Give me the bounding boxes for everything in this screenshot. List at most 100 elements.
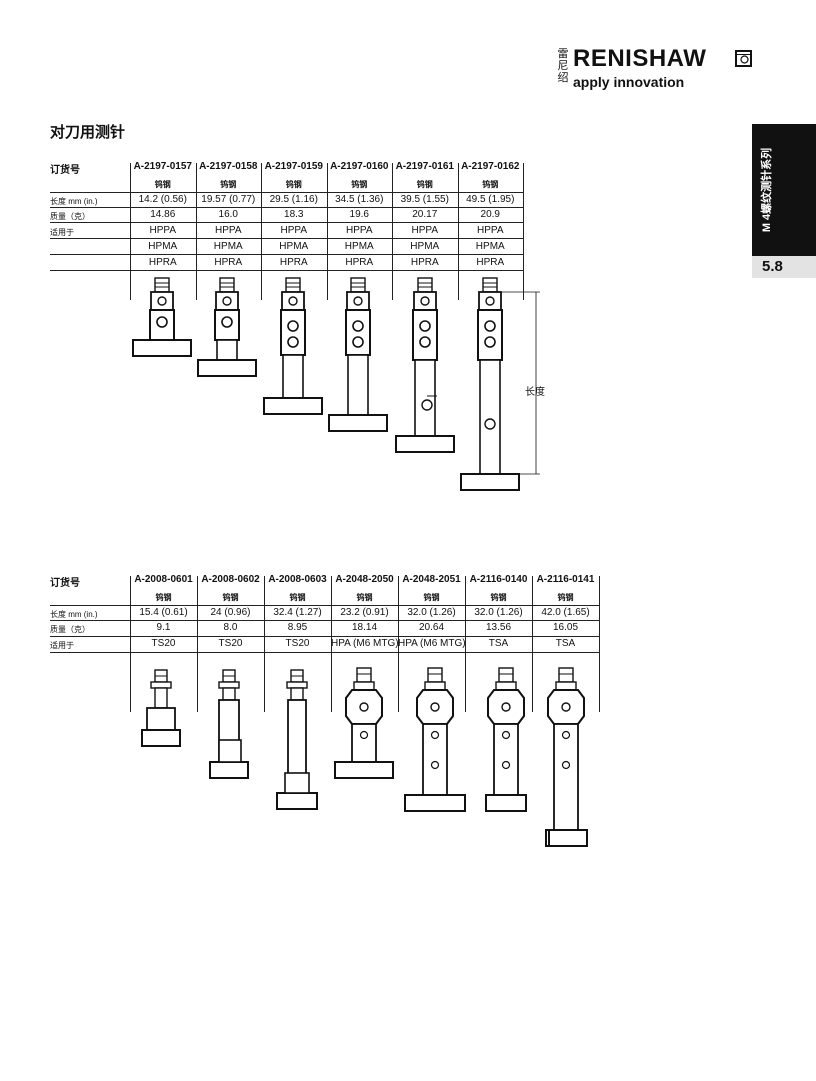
- hex-hole: [359, 702, 369, 712]
- material-label: 钨钢: [351, 180, 368, 189]
- column-divider: [130, 576, 131, 712]
- body: [345, 309, 371, 356]
- tip: [328, 414, 388, 432]
- mass-value: 20.64: [418, 622, 445, 633]
- tip: [276, 792, 318, 810]
- body-hole: [156, 316, 168, 328]
- collar: [286, 681, 308, 689]
- shaft-hole: [561, 760, 571, 770]
- hex-hole: [561, 702, 571, 712]
- shaft-hole: [430, 760, 440, 770]
- row-divider: [50, 270, 523, 271]
- row-label: 长度 mm (in.): [50, 610, 98, 619]
- brand-logo: RENISHAW: [573, 45, 707, 72]
- tip: [395, 435, 455, 453]
- shaft: [414, 359, 436, 437]
- collar: [218, 681, 240, 689]
- compatible-probe: TS20: [151, 638, 176, 649]
- body: [412, 309, 438, 361]
- mass-value: 9.1: [156, 622, 171, 633]
- tip: [132, 339, 192, 357]
- row-label: 长度 mm (in.): [50, 197, 98, 206]
- column-divider: [331, 576, 332, 712]
- neck: [154, 687, 168, 709]
- compatible-probe: HPMA: [344, 241, 374, 252]
- row-divider: [50, 620, 599, 621]
- tip: [404, 794, 466, 812]
- body-hole: [287, 320, 299, 332]
- part-number: A-2008-0603: [268, 574, 327, 585]
- row-label: 质量（克）: [50, 625, 90, 634]
- body-base: [284, 772, 310, 794]
- body-hole: [221, 316, 233, 328]
- shaft: [216, 339, 238, 361]
- body-hole: [484, 336, 496, 348]
- compatible-probe: HPRA: [345, 257, 374, 268]
- shaft: [282, 354, 304, 399]
- shaft-hole: [561, 730, 571, 740]
- mass-value: 8.95: [287, 622, 308, 633]
- logo-mark-icon: [735, 50, 752, 67]
- compatible-probe: HPPA: [215, 225, 242, 236]
- length-value: 24 (0.96): [210, 607, 251, 618]
- shaft: [347, 354, 369, 416]
- length-value: 23.2 (0.91): [340, 607, 389, 618]
- logo-chinese-name: 雷尼绍: [557, 48, 569, 84]
- thread: [498, 667, 514, 683]
- collar-hole: [485, 296, 495, 306]
- shaft: [351, 723, 377, 763]
- mass-value: 19.6: [349, 209, 369, 220]
- shaft: [479, 359, 501, 475]
- part-number: A-2048-2050: [335, 574, 394, 585]
- column-divider: [398, 576, 399, 712]
- length-dimension-label: 长度: [525, 387, 545, 398]
- column-divider: [523, 163, 524, 300]
- part-number: A-2116-0141: [536, 574, 595, 585]
- row-label: 质量（克）: [50, 212, 90, 221]
- row-label: 适用于: [50, 641, 74, 650]
- tip: [548, 829, 588, 847]
- part-number: A-2197-0162: [461, 161, 520, 172]
- column-divider: [195, 163, 197, 300]
- mass-value: 18.14: [351, 622, 378, 633]
- mass-value: 20.17: [412, 209, 438, 220]
- material-label: 钨钢: [490, 593, 507, 602]
- neck: [222, 687, 236, 701]
- column-divider: [264, 576, 265, 712]
- material-label: 钨钢: [154, 180, 171, 189]
- thread: [154, 277, 170, 293]
- body: [280, 309, 306, 356]
- body-hole: [352, 320, 364, 332]
- compatible-probe: HPMA: [148, 241, 178, 252]
- shaft-hole: [421, 399, 433, 411]
- material-label: 钨钢: [222, 593, 239, 602]
- tip: [197, 359, 257, 377]
- row-divider: [50, 192, 523, 193]
- column-divider: [326, 163, 328, 300]
- mass-value: 16.05: [552, 622, 579, 633]
- length-value: 32.0 (1.26): [407, 607, 456, 618]
- compatible-probe: TS20: [218, 638, 243, 649]
- compatible-probe: HPMA: [279, 241, 309, 252]
- shaft-hole: [501, 730, 511, 740]
- compatible-probe: HPRA: [476, 257, 505, 268]
- part-number: A-2197-0160: [330, 161, 389, 172]
- body-hole: [419, 336, 431, 348]
- compatible-probe: HPA (M6 MTG): [398, 638, 466, 649]
- collar: [150, 681, 172, 689]
- collar-hole: [157, 296, 167, 306]
- compatible-probe: HPA (M6 MTG): [331, 638, 399, 649]
- material-label: 钨钢: [220, 180, 237, 189]
- compatible-probe: HPMA: [410, 241, 440, 252]
- body-base: [218, 739, 242, 763]
- length-value: 34.5 (1.36): [335, 194, 384, 205]
- mass-value: 8.0: [223, 622, 238, 633]
- tip: [209, 761, 249, 779]
- shaft-hole: [359, 730, 369, 740]
- body-hole: [352, 336, 364, 348]
- column-divider: [392, 163, 393, 300]
- mass-value: 16.0: [218, 209, 238, 220]
- compatible-probe: TS20: [285, 638, 310, 649]
- compatible-probe: HPMA: [475, 241, 505, 252]
